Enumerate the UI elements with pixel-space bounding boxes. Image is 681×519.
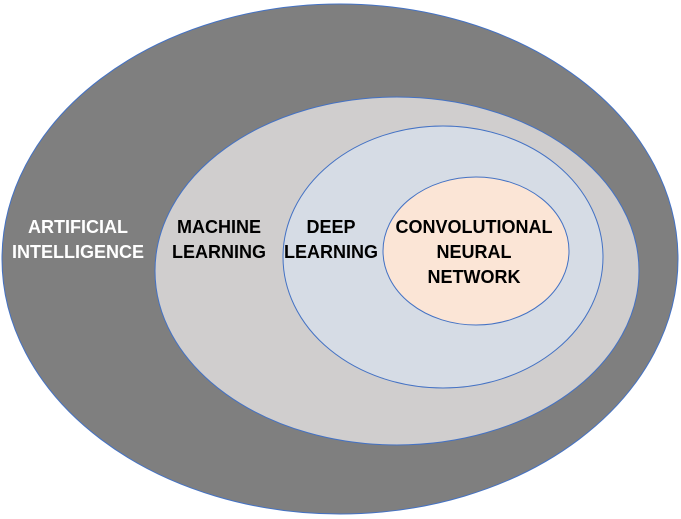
convolutional-neural-network-ellipse xyxy=(382,176,570,326)
label-line: LEARNING xyxy=(284,242,378,262)
machine-learning-label: MACHINE LEARNING xyxy=(172,217,266,262)
label-line: ARTIFICIAL xyxy=(28,217,128,237)
label-line: NEURAL xyxy=(437,242,512,262)
label-line: NETWORK xyxy=(428,267,521,287)
label-line: DEEP xyxy=(306,217,355,237)
label-line: INTELLIGENCE xyxy=(12,242,144,262)
convolutional-neural-network-label: CONVOLUTIONAL NEURAL NETWORK xyxy=(396,217,553,287)
label-line: CONVOLUTIONAL xyxy=(396,217,553,237)
artificial-intelligence-label: ARTIFICIAL INTELLIGENCE xyxy=(12,217,144,262)
deep-learning-label: DEEP LEARNING xyxy=(284,217,378,262)
label-line: MACHINE xyxy=(177,217,261,237)
label-line: LEARNING xyxy=(172,242,266,262)
